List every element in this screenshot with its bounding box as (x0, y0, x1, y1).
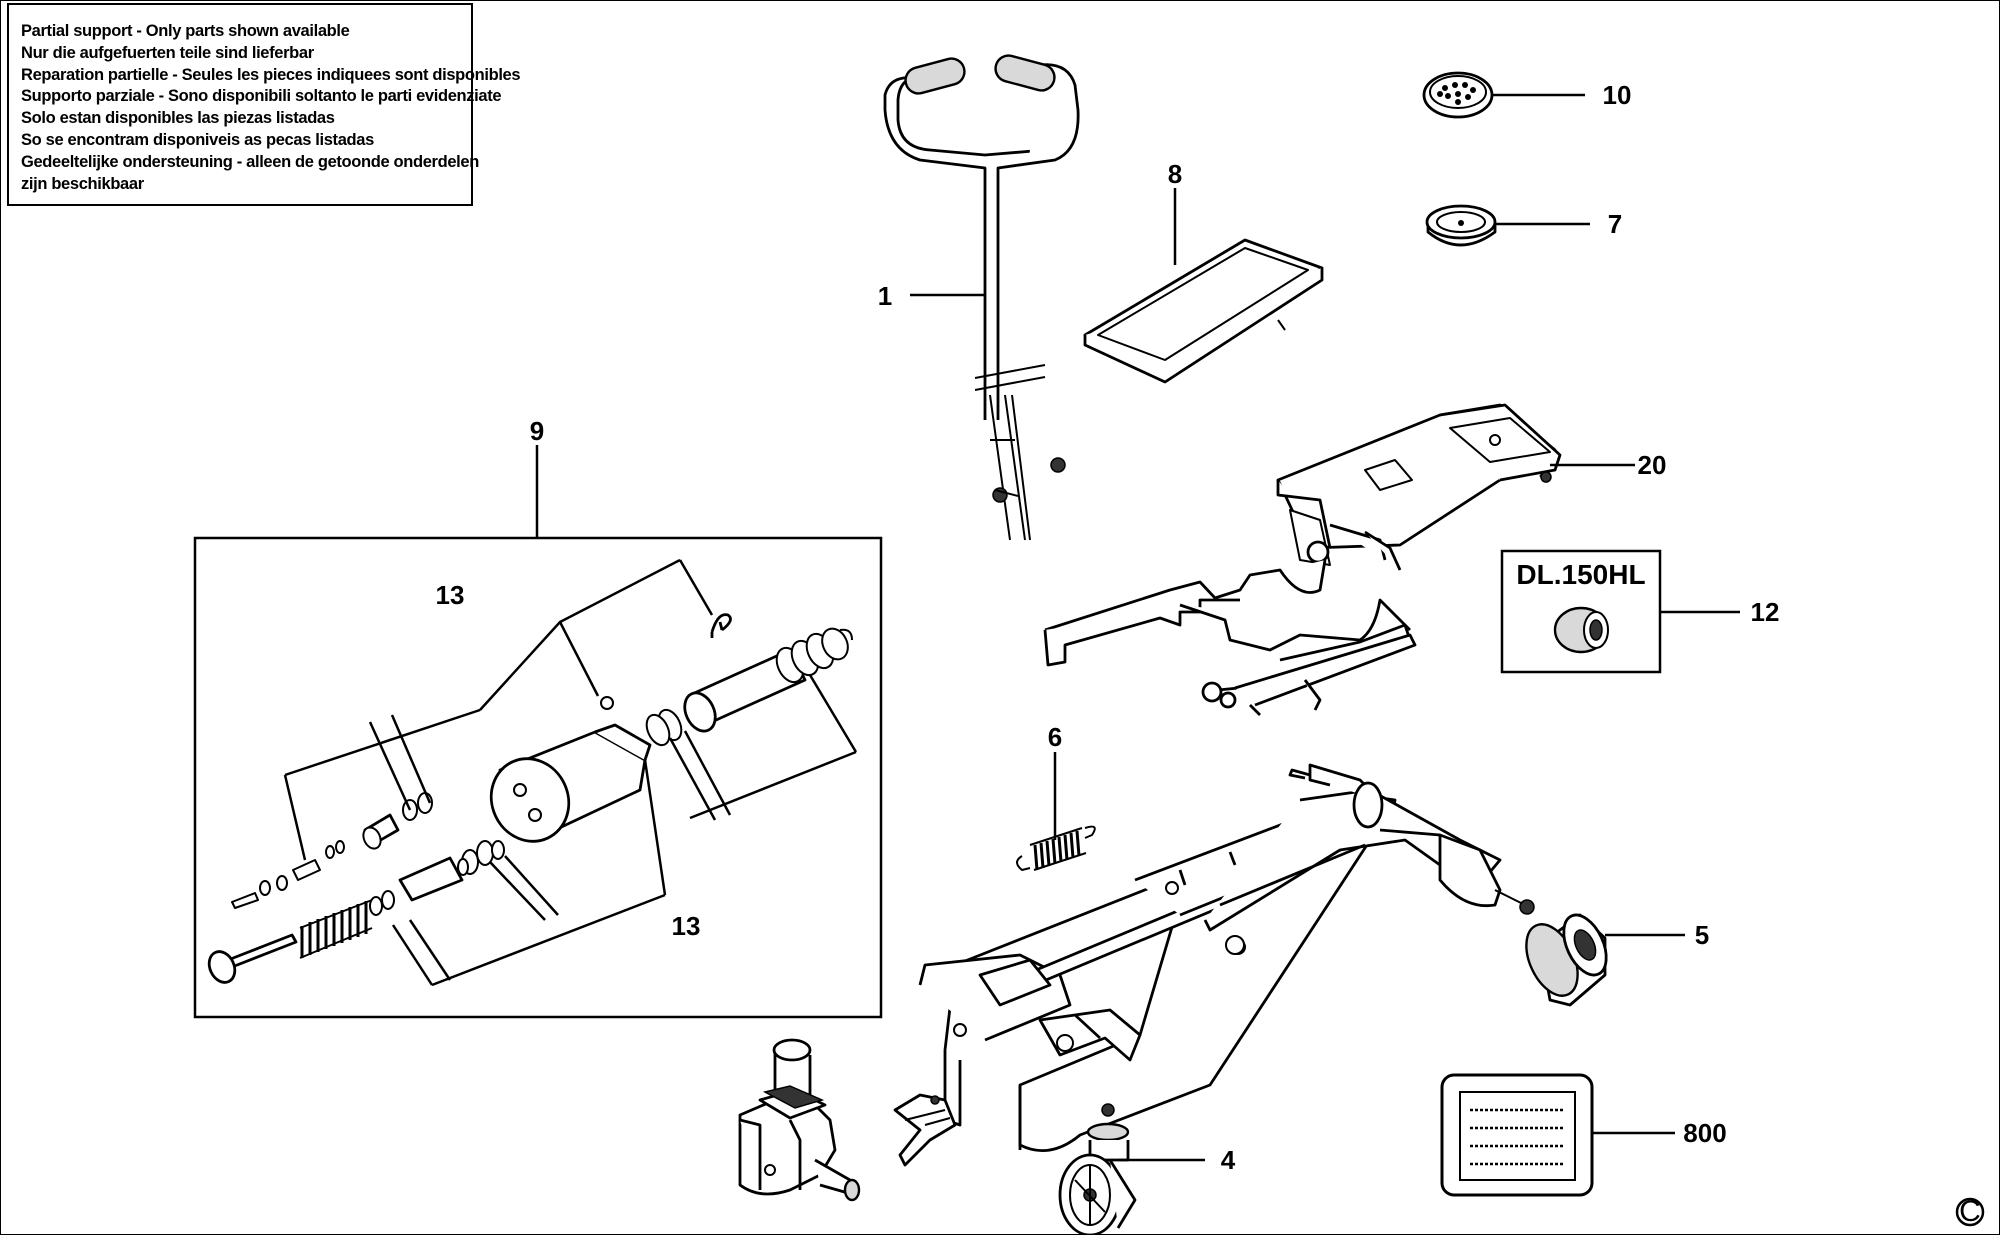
handle-part[interactable] (883, 53, 1080, 541)
part-label-10: 10 (1603, 80, 1632, 110)
notice-line: zijn beschikbaar (21, 174, 144, 193)
pump-unit-box[interactable] (193, 536, 883, 1019)
notice-line: So se encontram disponiveis as pecas lis… (21, 130, 374, 149)
part-label-5: 5 (1695, 920, 1709, 950)
kit-model-name: DL.150HL (1516, 559, 1645, 590)
filter-disc-part[interactable] (1422, 71, 1494, 119)
rear-wheel-part[interactable] (1516, 908, 1615, 1007)
copyright-letter: C (1959, 1195, 1981, 1228)
pump-base-assembly (738, 1038, 861, 1202)
part-label-12: 12 (1751, 597, 1780, 627)
part-label-13-top: 13 (436, 580, 465, 610)
part-label-9: 9 (530, 416, 544, 446)
part-label-6: 6 (1048, 722, 1062, 752)
return-spring-part[interactable] (1016, 825, 1096, 871)
notice-line: Supporto parziale - Sono disponibili sol… (21, 87, 502, 106)
part-label-1: 1 (878, 281, 892, 311)
part-label-7: 7 (1608, 209, 1622, 239)
saddle-bracket (893, 1093, 957, 1167)
part-label-800: 800 (1683, 1118, 1726, 1148)
seal-kit-box[interactable]: DL.150HL (1500, 549, 1662, 674)
chassis-frame (918, 763, 1535, 1152)
lift-arm-linkage (1044, 559, 1327, 632)
part-label-13-bottom: 13 (672, 911, 701, 941)
partial-support-notice: Partial support - Only parts shown avail… (7, 3, 521, 206)
part-label-4: 4 (1221, 1145, 1236, 1175)
part-label-20: 20 (1638, 450, 1667, 480)
tray-part[interactable] (1083, 238, 1324, 384)
notice-line: Solo estan disponibles las piezas listad… (21, 109, 335, 128)
copyright-mark: C (1955, 1195, 1985, 1228)
lift-arm-part[interactable] (1276, 403, 1562, 571)
notice-line: Reparation partielle - Seules les pieces… (21, 65, 521, 84)
cap-part[interactable] (1425, 204, 1497, 247)
instruction-label-part[interactable] (1440, 1073, 1594, 1197)
notice-line: Nur die aufgefuerten teile sind lieferba… (21, 43, 314, 62)
notice-line: Partial support - Only parts shown avail… (21, 22, 350, 40)
part-label-8: 8 (1168, 159, 1182, 189)
caster-wheel-part[interactable] (1058, 1103, 1137, 1235)
notice-line: Gedeeltelijke ondersteuning - alleen de … (21, 152, 479, 171)
